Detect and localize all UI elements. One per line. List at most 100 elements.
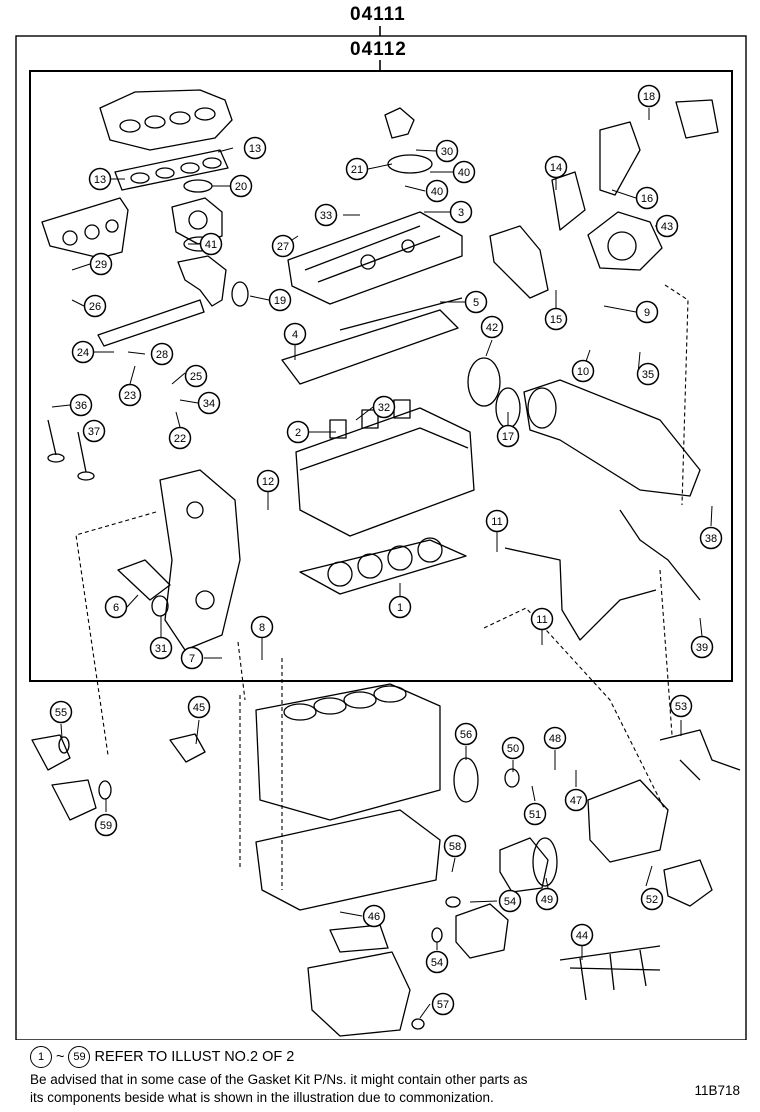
callout-number: 23	[124, 390, 136, 402]
callout-number: 51	[529, 809, 541, 821]
callout-number: 27	[277, 241, 289, 253]
callout-circle	[69, 393, 93, 417]
callout-number: 18	[643, 91, 655, 103]
outer-kit-number: 04111	[350, 4, 406, 25]
callout-number: 4	[292, 329, 298, 341]
callout-number: 52	[646, 894, 658, 906]
callout-circle	[197, 391, 221, 415]
callout-circle	[443, 834, 467, 858]
callout-number: 40	[431, 186, 443, 198]
callout-number: 6	[113, 602, 119, 614]
callout-circle	[635, 186, 659, 210]
callout-circle	[544, 307, 568, 331]
callout-circle	[94, 813, 118, 837]
callout-number: 8	[259, 622, 265, 634]
callout-circle	[362, 904, 386, 928]
callout-circle	[104, 595, 128, 619]
callout-number: 42	[486, 322, 498, 334]
callout-leaders	[51, 108, 713, 1019]
disclaimer-line-1: Be advised that in some case of the Gask…	[30, 1072, 528, 1087]
callout-number: 26	[89, 301, 101, 313]
callout-circle	[243, 136, 267, 160]
callout-circle	[570, 923, 594, 947]
callout-number: 12	[262, 476, 274, 488]
callout-number: 11	[536, 614, 547, 626]
dashed-leaders	[75, 284, 689, 890]
callout-circle	[286, 420, 310, 444]
callout-circle	[314, 203, 338, 227]
callout-number: 33	[320, 210, 332, 222]
kit-frames	[15, 26, 747, 1040]
callout-circle	[431, 992, 455, 1016]
callout-circle	[150, 342, 174, 366]
callout-circle	[449, 200, 473, 224]
callout-circle	[535, 887, 559, 911]
callout-circle	[571, 359, 595, 383]
callout-circle	[425, 950, 449, 974]
callout-circle	[640, 887, 664, 911]
ref-range-start-circle: 1	[30, 1046, 52, 1068]
callout-circle	[149, 636, 173, 660]
callout-number: 54	[504, 896, 516, 908]
callout-number: 9	[644, 307, 650, 319]
callout-circle	[268, 288, 292, 312]
callout-number: 55	[55, 707, 67, 719]
callout-number: 59	[100, 820, 112, 832]
component-sketches	[31, 89, 741, 1037]
callout-number: 48	[549, 733, 561, 745]
callout-circle	[690, 635, 714, 659]
callout-circle	[88, 167, 112, 191]
callout-number: 54	[431, 957, 443, 969]
callout-circle	[250, 615, 274, 639]
callout-number: 56	[460, 729, 472, 741]
callout-number: 53	[675, 701, 687, 713]
callout-number: 47	[570, 795, 582, 807]
callout-number: 57	[437, 999, 449, 1011]
callout-number: 19	[274, 295, 286, 307]
callout-number: 36	[75, 400, 87, 412]
callout-number: 46	[368, 911, 380, 923]
ref-range-end-circle: 59	[68, 1046, 91, 1068]
callout-number: 2	[295, 427, 301, 439]
callout-circle	[530, 607, 554, 631]
callout-number: 13	[94, 174, 106, 186]
callout-circle	[256, 469, 280, 493]
callout-number: 10	[577, 366, 589, 378]
callout-circle	[82, 419, 106, 443]
ref-note-text: REFER TO ILLUST NO.2 OF 2	[94, 1049, 295, 1065]
callout-circle	[655, 214, 679, 238]
callout-number: 21	[351, 164, 363, 176]
callout-number: 45	[193, 702, 205, 714]
callout-number: 17	[502, 431, 514, 443]
callout-circle	[637, 84, 661, 108]
callout-number: 31	[155, 643, 167, 655]
callout-number: 16	[641, 193, 653, 205]
callout-circle	[83, 294, 107, 318]
callout-circle	[271, 234, 295, 258]
callout-circle	[187, 695, 211, 719]
callout-circle	[372, 395, 396, 419]
callout-circle	[89, 252, 113, 276]
callout-number: 41	[205, 239, 217, 251]
callout-circle	[699, 526, 723, 550]
callout-circle	[636, 362, 660, 386]
callout-number: 5	[473, 297, 479, 309]
illustration-code: 11B718	[694, 1083, 740, 1098]
callout-number: 44	[576, 930, 588, 942]
callout-circle	[435, 139, 459, 163]
callout-circle	[498, 889, 522, 913]
callout-number: 34	[203, 398, 215, 410]
callout-circle	[118, 383, 142, 407]
disclaimer-line-2: its components beside what is shown in t…	[30, 1090, 494, 1105]
callout-number: 14	[550, 162, 562, 174]
callout-circle	[523, 802, 547, 826]
callout-circle	[564, 788, 588, 812]
callout-circle	[229, 174, 253, 198]
callout-circle	[669, 694, 693, 718]
callout-number: 25	[190, 371, 202, 383]
callout-number: 39	[696, 642, 708, 654]
callout-number: 35	[642, 369, 654, 381]
callout-number: 29	[95, 259, 107, 271]
callout-circle	[71, 340, 95, 364]
callout-circle	[464, 290, 488, 314]
